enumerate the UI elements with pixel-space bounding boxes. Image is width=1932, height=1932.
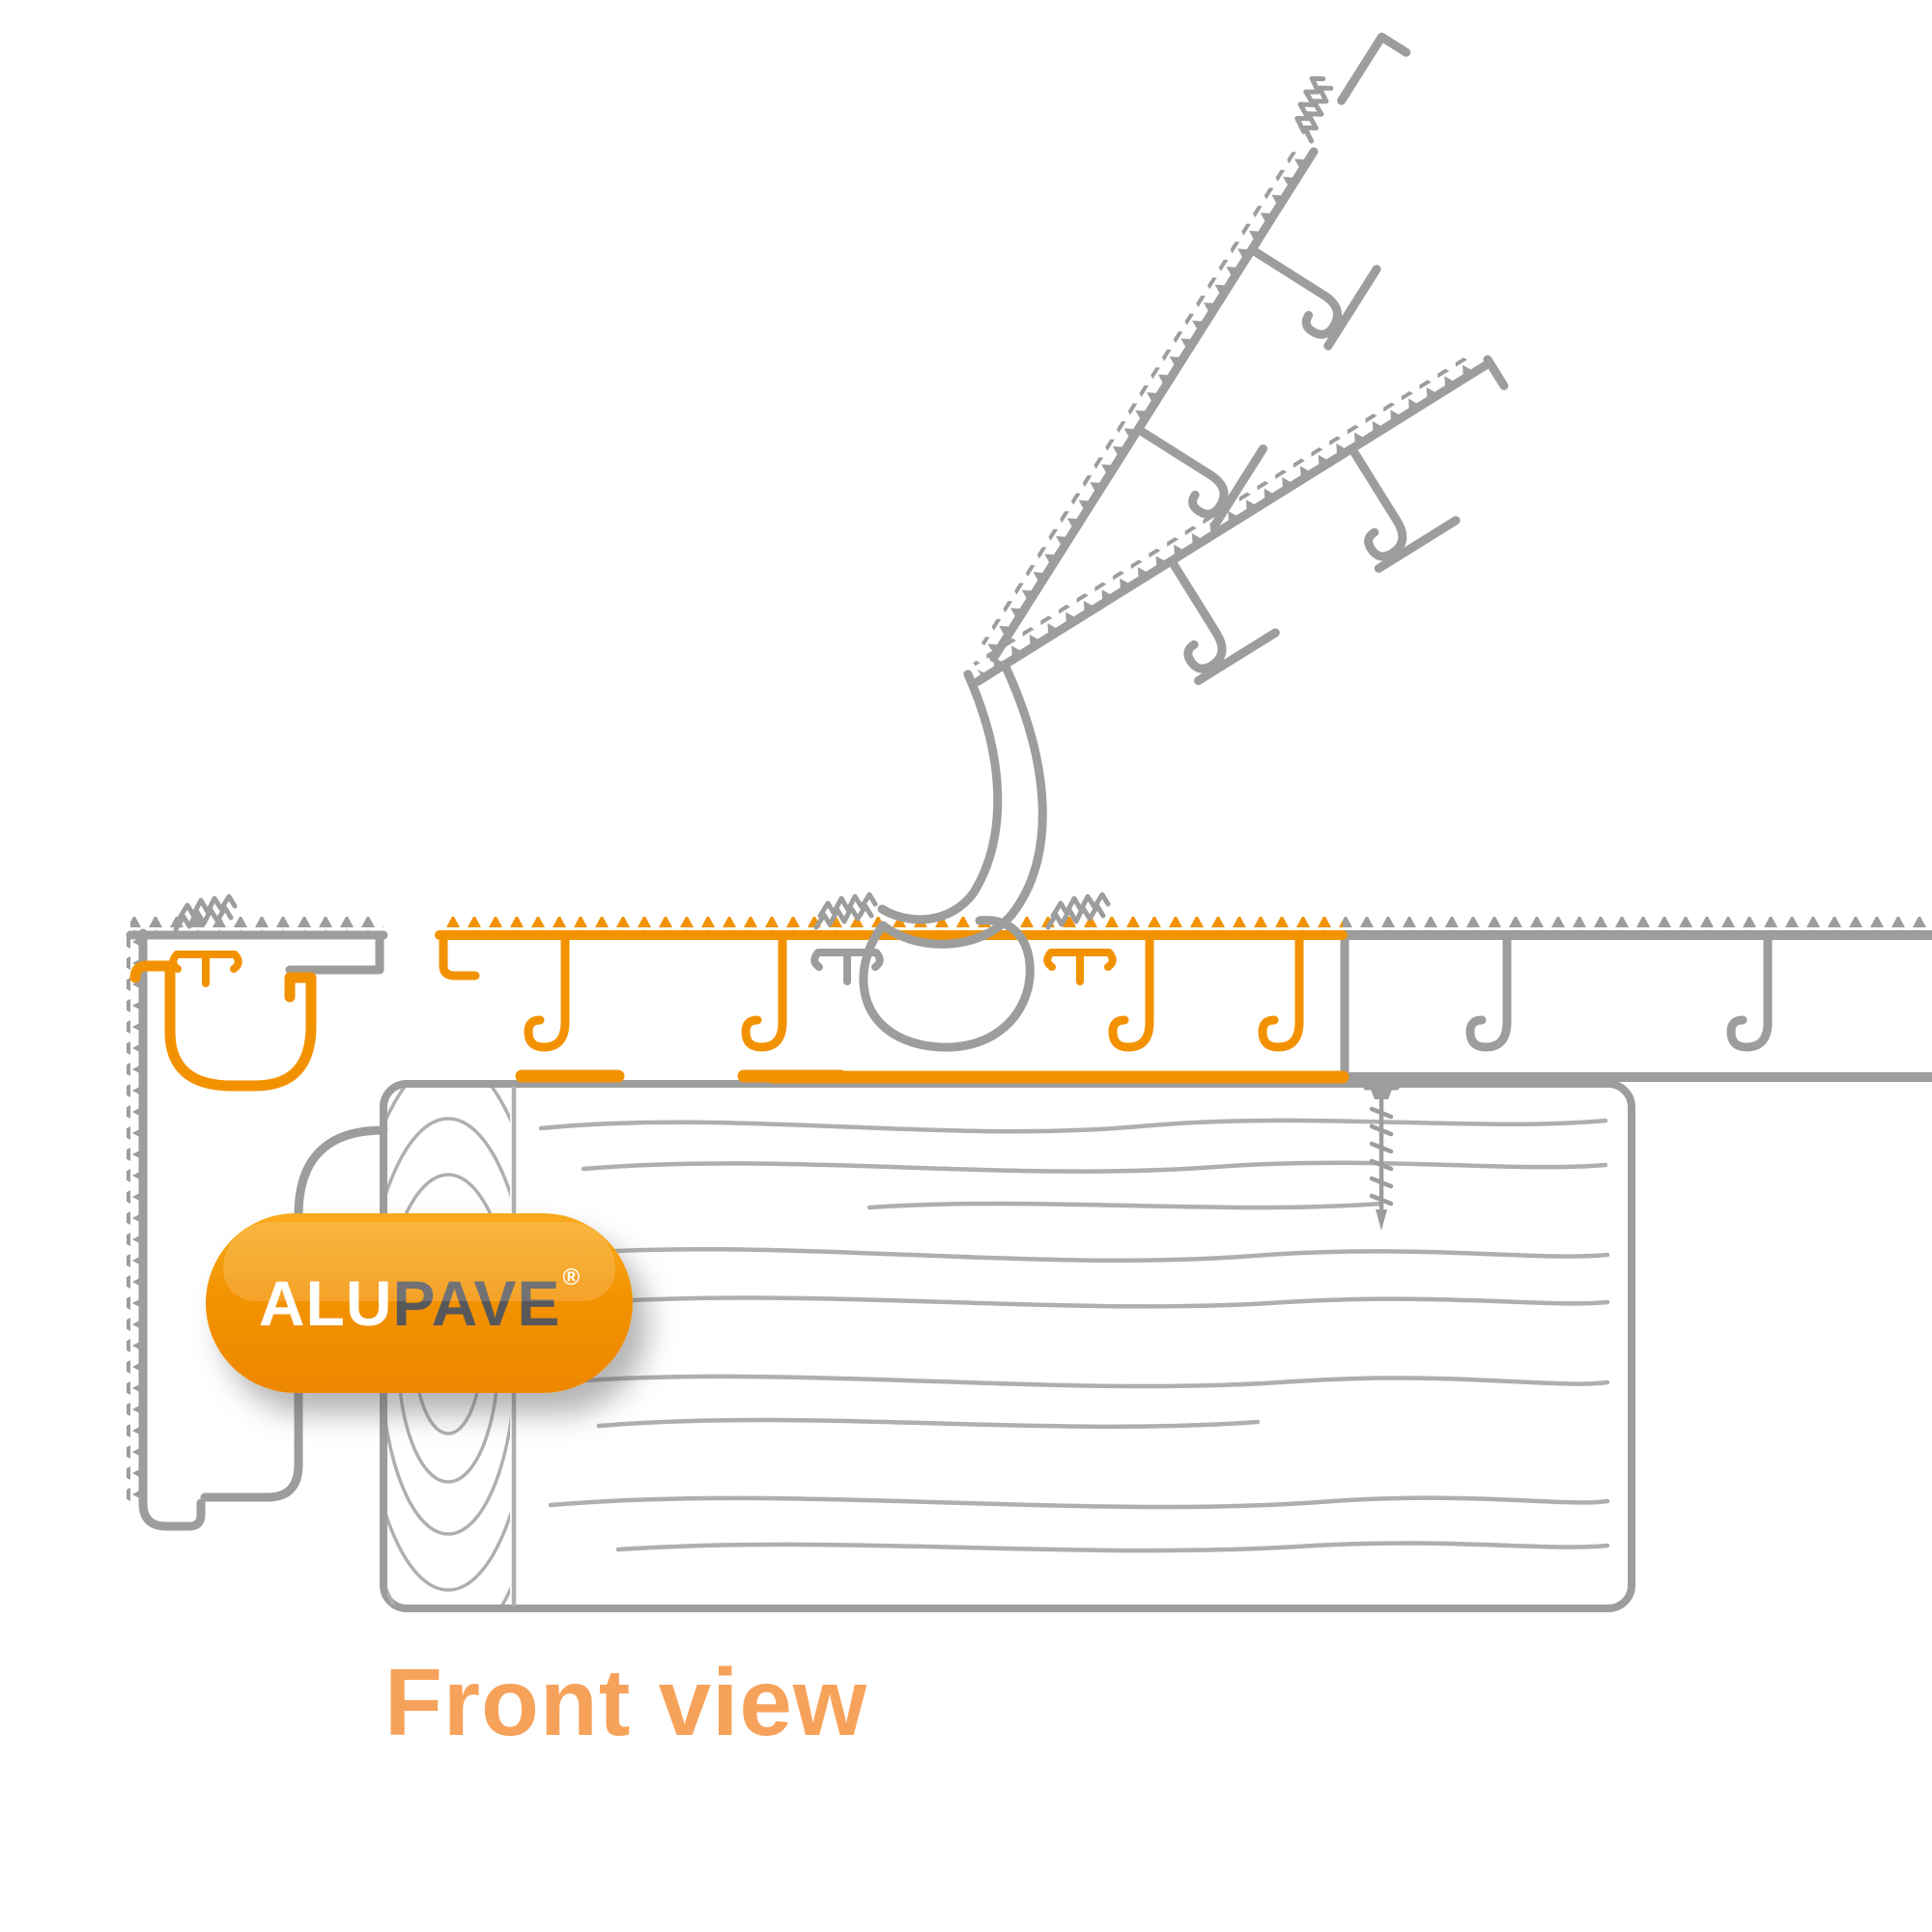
support-leg (1122, 432, 1231, 520)
view-caption: Front view (384, 1649, 868, 1755)
registered-trademark-icon: ® (562, 1264, 581, 1291)
support-leg (1470, 941, 1507, 1047)
board-end-lip (439, 934, 480, 980)
hinge-curve-inner (877, 669, 1003, 924)
support-leg (1731, 941, 1768, 1047)
screw-head-cone (1371, 1090, 1392, 1099)
board-end-lip (1337, 32, 1411, 105)
serrated-edge-vertical (127, 935, 141, 1507)
interlocking-hinge (859, 660, 1047, 1052)
support-leg (1236, 252, 1345, 340)
logo-text-alu: ALU (258, 1267, 393, 1339)
angled-deck-board-lower (973, 355, 1509, 686)
support-leg-orange (746, 941, 782, 1047)
wood-grain-lines (538, 1118, 1610, 1553)
trim-step (285, 934, 384, 975)
trim-outer-edge (138, 928, 206, 1531)
locking-clip-orange (1047, 952, 1113, 981)
gutter-trim (129, 960, 317, 1092)
serrated-surface-orange (440, 917, 1343, 931)
screw-icon (1363, 1080, 1400, 1231)
serrated-surface (1343, 917, 1932, 931)
support-leg-orange (1263, 941, 1299, 1047)
screw-tip (1376, 1209, 1387, 1231)
deck-board-highlighted (435, 895, 1350, 1084)
support-leg-orange (1113, 941, 1150, 1047)
support-leg (1322, 452, 1409, 561)
support-leg (1143, 564, 1230, 673)
serrated-surface (973, 355, 1473, 675)
logo-text-pave: PAVE (392, 1267, 561, 1339)
timber-joist (380, 1080, 1635, 1612)
locking-clip-orange (173, 954, 239, 983)
serrated-surface (130, 917, 384, 931)
hinge-curve-outer (878, 660, 1047, 949)
edge-trim (126, 896, 388, 1531)
screw-threads (1369, 1106, 1394, 1207)
board-top-line (973, 358, 1494, 686)
trim-inner-return (200, 1125, 388, 1502)
screw-drive (1373, 1080, 1390, 1092)
hinge-pocket (859, 916, 1035, 1052)
gutter-profile (129, 960, 317, 1092)
board-end-lip (1483, 355, 1509, 390)
board-top-line (989, 147, 1319, 663)
serrated-surface (980, 145, 1309, 651)
angled-deck-board-upper (980, 32, 1411, 663)
support-leg-orange (528, 941, 565, 1047)
leg-feet (1193, 516, 1461, 686)
deck-board-gray (1338, 917, 1932, 1082)
